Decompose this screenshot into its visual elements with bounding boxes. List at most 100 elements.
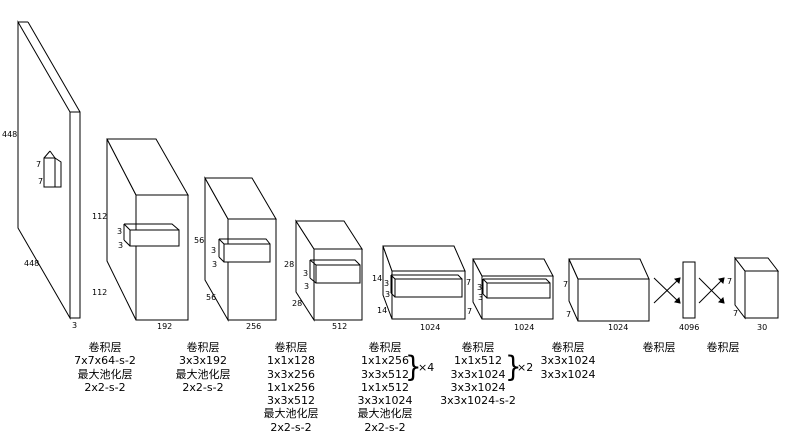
caption-line: 1x1x512: [453, 354, 502, 368]
caption-line: 1x1x128: [266, 354, 315, 368]
caption-line: 卷积层: [274, 341, 308, 354]
caption-line: 3x3x192: [178, 354, 227, 368]
output-height-label: 7: [727, 277, 732, 286]
block5-kernel-w-label: 3: [478, 293, 483, 302]
arrow-head-icon: [673, 277, 681, 285]
block2-front: [227, 218, 277, 321]
block4-top: [382, 245, 466, 272]
block6-top: [568, 258, 650, 280]
block6-depth-label: 7: [566, 310, 571, 319]
input-height-label: 448: [2, 130, 17, 139]
block2-kernel-edge-3: [218, 256, 225, 263]
block5-kernel-top: [483, 278, 551, 284]
input-channels-label: 3: [72, 321, 77, 330]
input-kernel-front: [43, 157, 56, 188]
block4-height-label: 14: [372, 274, 382, 283]
input-width-label: 448: [24, 259, 39, 268]
block2-kernel-edge: [218, 238, 225, 245]
caption-line: 3x3x512: [360, 367, 409, 381]
block4-kernel-top: [391, 274, 463, 280]
block1-height-label: 112: [92, 212, 107, 221]
block6-volume: 7 7 1024: [563, 258, 650, 332]
block1-kernel-edge: [123, 223, 131, 231]
block1-channels-label: 192: [157, 322, 172, 331]
block5-channels-label: 1024: [514, 323, 534, 332]
caption-line: 最大池化层: [77, 367, 133, 381]
block5-kernel-front: [486, 282, 551, 299]
block4-kernel-w-label: 3: [385, 290, 390, 299]
fc-connection-2: [698, 277, 725, 304]
arrow-head-icon: [717, 277, 725, 285]
block1-depth-label: 112: [92, 288, 107, 297]
caption-line: 3x3x1024: [357, 394, 413, 408]
output-depth-label: 7: [733, 309, 738, 318]
block4-kernel-front: [394, 278, 463, 298]
input-kernel-h-label: 7: [36, 160, 41, 169]
output-front: [744, 270, 779, 319]
caption-fc2: 卷积层: [698, 341, 748, 354]
block4-repeat-label: ×4: [418, 361, 435, 374]
block4-kernel-h-label: 3: [384, 279, 389, 288]
block3-kernel-w-label: 3: [304, 282, 309, 291]
block6-height-label: 7: [563, 280, 568, 289]
arrow-head-icon: [673, 296, 681, 304]
block2-depth-label: 56: [206, 293, 216, 302]
block3-depth-label: 28: [292, 299, 302, 308]
block3-kernel-edge-3: [309, 277, 317, 284]
block1-front: [135, 194, 189, 321]
block3-volume: 28 28 512 3 3: [284, 219, 363, 331]
block1-volume: 112 112 192 3 3: [92, 138, 189, 331]
input-layer-edge: [69, 111, 81, 319]
block5-depth-label: 7: [467, 307, 472, 316]
caption-block1: 卷积层 7x7x64-s-2 最大池化层 2x2-s-2: [60, 341, 150, 394]
caption-line: 最大池化层: [263, 407, 319, 421]
caption-line: 3x3x1024: [450, 380, 506, 394]
output-channels-label: 30: [757, 323, 767, 332]
caption-line: 卷积层: [642, 341, 676, 354]
block2-kernel-top: [219, 238, 271, 245]
caption-fc1: 卷积层: [634, 341, 684, 354]
caption-block2: 卷积层 3x3x192 最大池化层 2x2-s-2: [158, 341, 248, 394]
block5-volume: 7 7 1024 3 3: [466, 258, 554, 332]
block1-kernel-w-label: 3: [118, 241, 123, 250]
arrow-head-icon: [717, 296, 725, 304]
block3-channels-label: 512: [332, 322, 347, 331]
fc-layer: 4096: [679, 261, 699, 332]
block4-channels-label: 1024: [420, 323, 440, 332]
caption-block5: 卷积层 1x1x512 3x3x1024 3x3x1024 3x3x1024-s…: [428, 341, 528, 407]
block5-kernel-edge-3: [482, 293, 488, 299]
caption-block3: 卷积层 1x1x128 3x3x256 1x1x256 3x3x512 最大池化…: [246, 341, 336, 434]
caption-line: 3x3x512: [266, 394, 315, 408]
block2-kernel-front: [223, 243, 271, 263]
caption-line: 3x3x1024-s-2: [440, 394, 516, 408]
block4-depth-label: 14: [377, 306, 387, 315]
caption-line: 3x3x256: [266, 367, 315, 381]
caption-line: 2x2-s-2: [84, 380, 126, 394]
block3-height-label: 28: [284, 260, 294, 269]
caption-line: 1x1x256: [266, 380, 315, 394]
block4-volume: 14 14 1024 3 3: [372, 245, 466, 332]
block4-repeat-brace: }: [405, 350, 422, 384]
block6-front: [577, 278, 650, 322]
block1-kernel-edge-3: [123, 239, 131, 247]
block2-height-label: 56: [194, 236, 204, 245]
caption-line: 3x3x1024: [540, 367, 596, 381]
block4-kernel-edge-3: [390, 292, 396, 298]
fc-connection-1: [653, 277, 681, 304]
input-top-diagonal: [27, 21, 81, 113]
block4-kernel-edge: [390, 274, 396, 280]
block1-kernel-front: [129, 229, 180, 247]
block3-kernel-top: [310, 259, 361, 266]
caption-line: 卷积层: [368, 341, 402, 354]
input-kernel-edge-2: [49, 150, 56, 159]
fc-connection-line: [653, 277, 681, 304]
caption-line: 7x7x64-s-2: [74, 354, 136, 368]
caption-line: 卷积层: [551, 341, 585, 354]
block2-kernel-h-label: 3: [211, 246, 216, 255]
caption-line: 卷积层: [88, 341, 122, 354]
output-volume: 7 7 30: [727, 256, 780, 332]
caption-line: 1x1x512: [360, 380, 409, 394]
fc-size-label: 4096: [679, 323, 699, 332]
caption-block4: 卷积层 1x1x256 3x3x512 1x1x512 3x3x1024 最大池…: [340, 341, 430, 434]
